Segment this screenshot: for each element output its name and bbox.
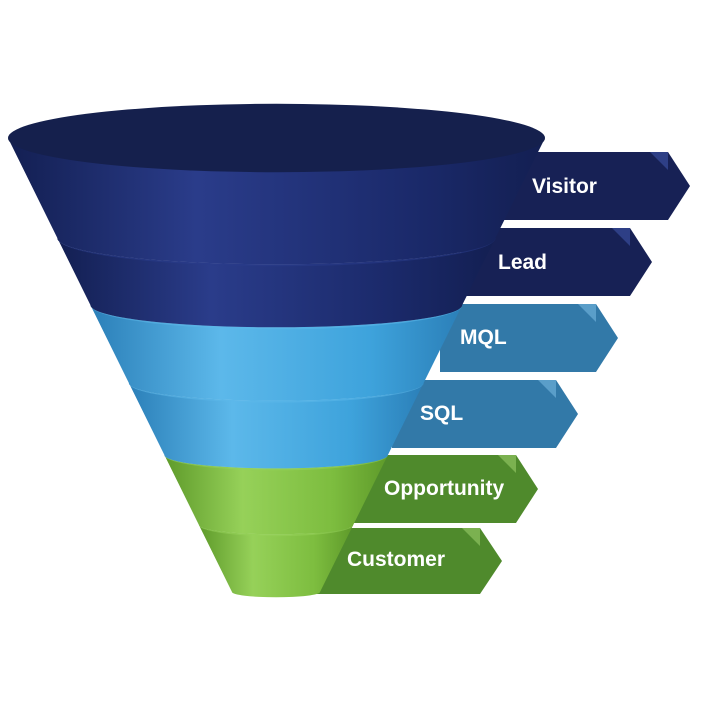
stage-tab-sql: [392, 380, 578, 448]
stage-label-sql: SQL: [420, 402, 463, 425]
stage-tab-fold: [498, 455, 516, 473]
stage-label-mql: MQL: [460, 326, 507, 349]
stage-tabs: [316, 152, 690, 594]
funnel-rim: [8, 103, 545, 173]
stage-tab-customer: [316, 528, 502, 594]
funnel-band-visitor: [8, 138, 545, 265]
stage-tab-fold: [538, 380, 556, 398]
funnel-band-mql: [90, 305, 463, 401]
stage-tab-fold: [578, 304, 596, 322]
stage-tab-mql: [440, 304, 618, 372]
funnel-band-sql: [128, 383, 424, 469]
funnel-body: [8, 103, 545, 598]
stage-tab-lead: [462, 228, 652, 296]
stage-label-opportunity: Opportunity: [384, 477, 504, 500]
stage-label-visitor: Visitor: [532, 175, 597, 198]
stage-tab-opportunity: [354, 455, 538, 523]
stage-label-customer: Customer: [347, 548, 445, 571]
stage-label-lead: Lead: [498, 251, 547, 274]
stage-tab-fold: [612, 228, 630, 246]
stage-tab-fold: [462, 528, 480, 546]
stage-tab-fold: [650, 152, 668, 170]
funnel-band-lead: [57, 238, 496, 328]
funnel-band-opportunity: [164, 455, 388, 535]
stage-tab-visitor: [500, 152, 690, 220]
funnel-band-customer: [198, 525, 354, 598]
